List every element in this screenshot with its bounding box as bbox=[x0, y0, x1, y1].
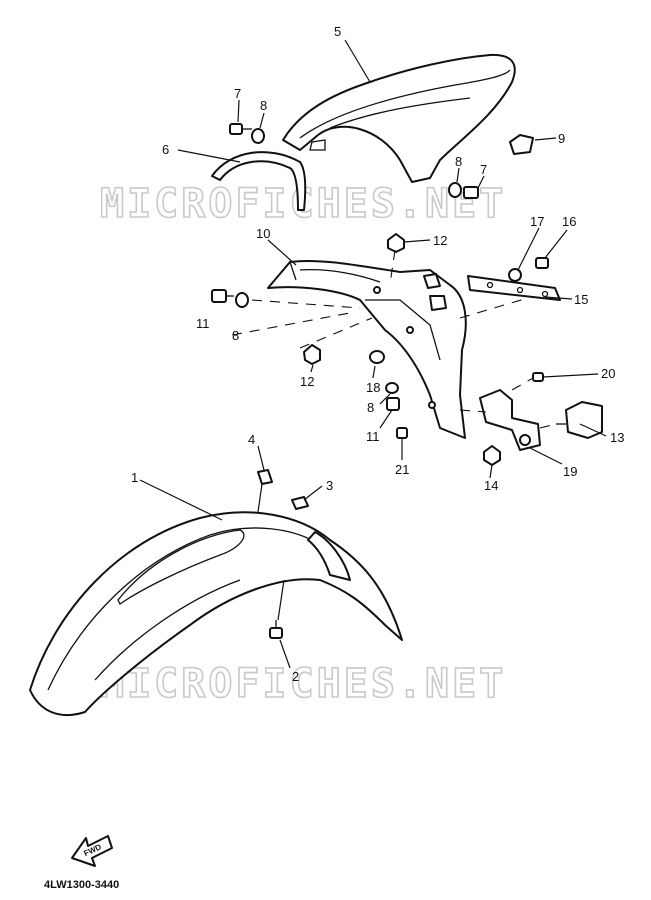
bracket-19 bbox=[479, 389, 541, 451]
bolt-16 bbox=[535, 257, 549, 269]
callout-8-mid: 8 bbox=[232, 328, 239, 343]
callout-7-left: 7 bbox=[234, 86, 241, 101]
bolt-11-left bbox=[211, 289, 234, 303]
grommet-18 bbox=[369, 350, 385, 364]
nut-12-top bbox=[387, 233, 405, 253]
rear-bracket bbox=[267, 259, 467, 439]
washer-8-stack bbox=[385, 382, 399, 394]
nut-17 bbox=[508, 268, 522, 282]
cushion-block bbox=[509, 134, 534, 155]
washer-8-mid bbox=[235, 292, 249, 308]
callout-9: 9 bbox=[558, 131, 565, 146]
callout-15: 15 bbox=[574, 292, 588, 307]
leader-lines bbox=[139, 39, 607, 669]
seat-cover bbox=[282, 53, 516, 183]
callout-6: 6 bbox=[162, 142, 169, 157]
callout-20: 20 bbox=[601, 366, 615, 381]
callout-1: 1 bbox=[131, 470, 138, 485]
callout-18: 18 bbox=[366, 380, 380, 395]
callout-7-right: 7 bbox=[480, 162, 487, 177]
bolt-7-right bbox=[463, 186, 479, 199]
seat-trim-strip bbox=[211, 151, 307, 211]
bolt-2 bbox=[269, 620, 283, 639]
callout-8-right: 8 bbox=[455, 154, 462, 169]
callout-3: 3 bbox=[326, 478, 333, 493]
callout-11-left: 11 bbox=[196, 316, 210, 331]
washer-8-right bbox=[448, 182, 462, 198]
nut-14 bbox=[483, 445, 501, 466]
callout-8-left: 8 bbox=[260, 98, 267, 113]
bolt-11-stack bbox=[386, 397, 400, 411]
washer-8-left bbox=[251, 128, 265, 144]
reflector-13 bbox=[556, 401, 603, 439]
callout-4: 4 bbox=[248, 432, 255, 447]
callout-16: 16 bbox=[562, 214, 576, 229]
screw-20 bbox=[532, 372, 544, 382]
callout-5: 5 bbox=[334, 24, 341, 39]
clip-4 bbox=[257, 469, 273, 485]
callout-14: 14 bbox=[484, 478, 498, 493]
callout-2: 2 bbox=[292, 669, 299, 684]
nut-12-bottom bbox=[303, 344, 321, 365]
watermark-bottom: MICROFICHES.NET bbox=[100, 661, 506, 707]
screw-21 bbox=[396, 427, 408, 439]
callout-17: 17 bbox=[530, 214, 544, 229]
callout-12-bottom: 12 bbox=[300, 374, 314, 389]
callout-13: 13 bbox=[610, 430, 624, 445]
forward-arrow-icon: FWD bbox=[71, 835, 113, 867]
callout-8-stack: 8 bbox=[367, 400, 374, 415]
callout-19: 19 bbox=[563, 464, 577, 479]
bolt-7-left bbox=[229, 123, 252, 135]
diagram-code: 4LW1300-3440 bbox=[44, 879, 119, 891]
callout-11-stack: 11 bbox=[366, 429, 380, 444]
callout-21: 21 bbox=[395, 462, 409, 477]
callout-labels: 5 6 7 8 9 8 7 10 12 17 16 15 11 8 12 18 … bbox=[131, 24, 624, 684]
assembly-lines bbox=[231, 249, 557, 429]
callout-12-top: 12 bbox=[433, 233, 447, 248]
callout-10: 10 bbox=[256, 226, 270, 241]
front-fender bbox=[29, 511, 403, 716]
plate-bracket-15 bbox=[467, 275, 561, 301]
